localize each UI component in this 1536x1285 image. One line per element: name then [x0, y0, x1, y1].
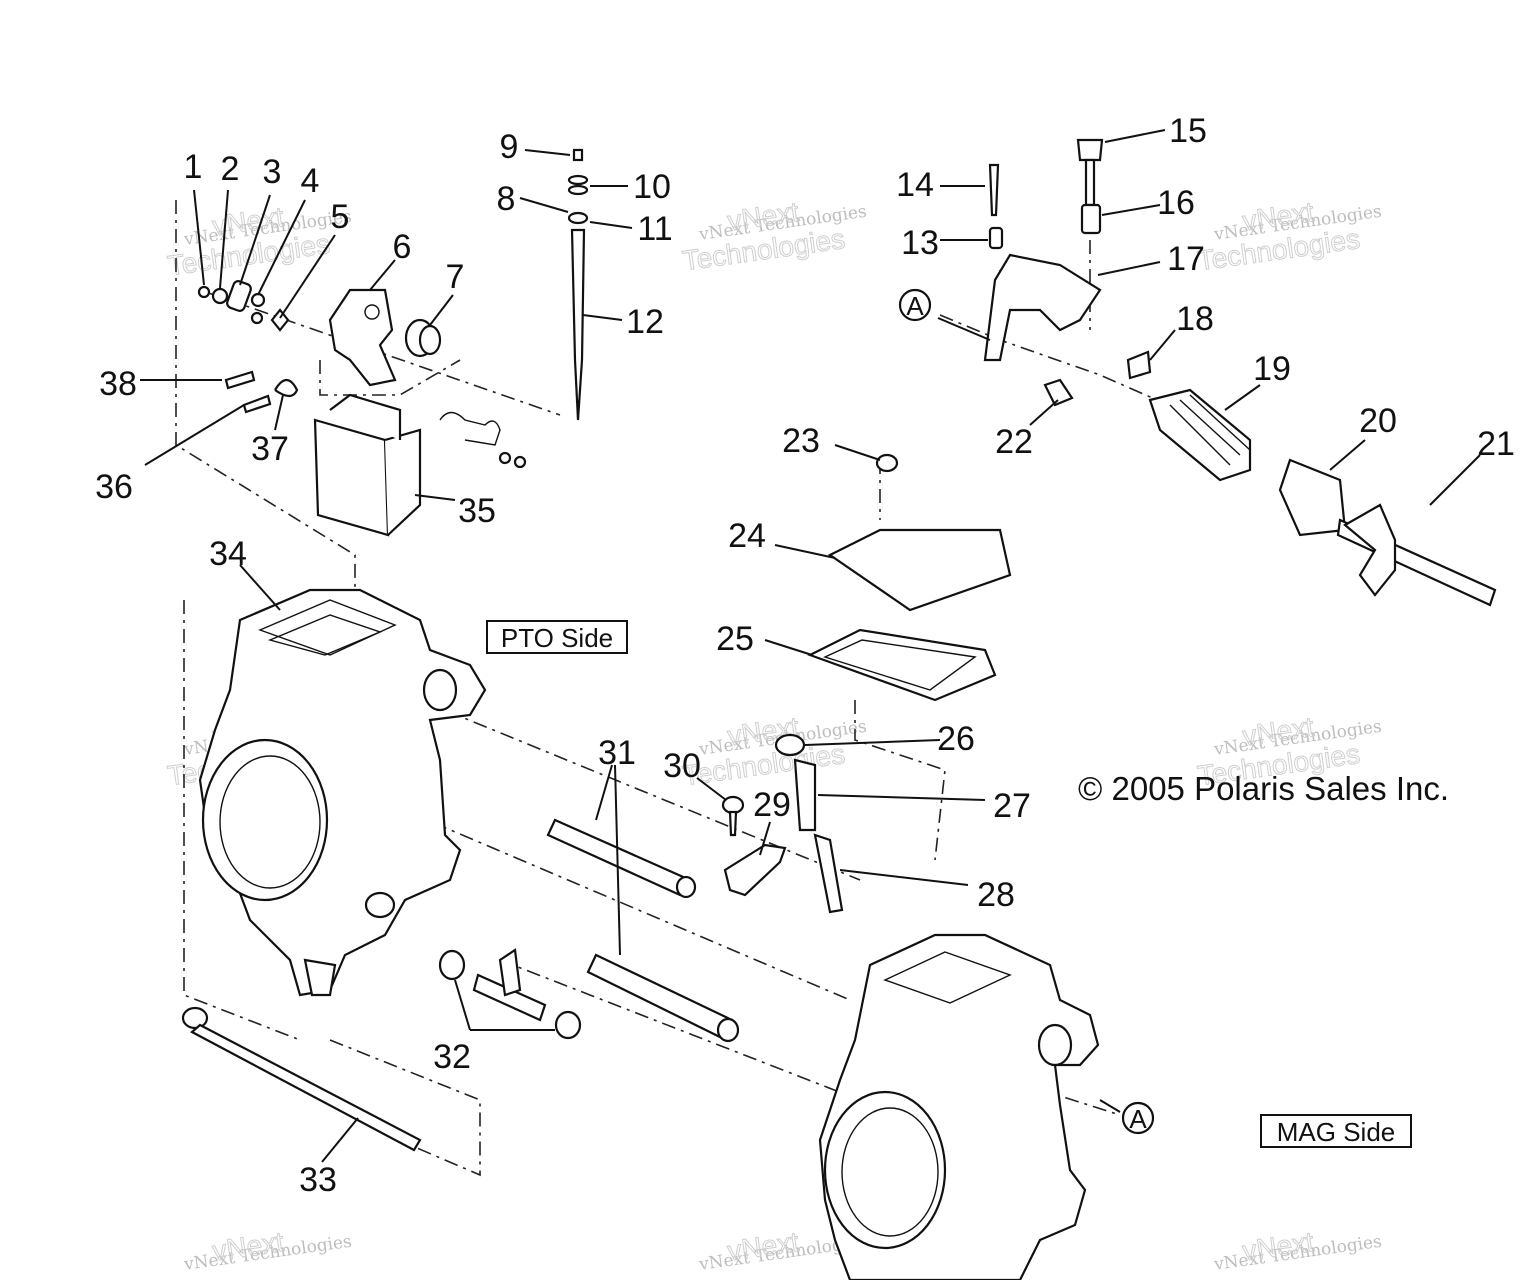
callout-20: 20 — [1359, 402, 1397, 440]
callout-33: 33 — [299, 1161, 337, 1199]
ref-a-circle-bottom — [1121, 1101, 1155, 1135]
callout-3: 3 — [263, 153, 282, 191]
callout-18: 18 — [1176, 300, 1214, 338]
part-drawings — [181, 138, 1497, 1282]
callout-19: 19 — [1253, 350, 1291, 388]
callout-14: 14 — [896, 166, 934, 204]
mag-side-box — [1260, 1114, 1412, 1148]
callout-11: 11 — [637, 210, 672, 248]
leader-lines — [140, 129, 1481, 1163]
callout-5: 5 — [331, 198, 350, 236]
callout-36: 36 — [95, 468, 133, 506]
callout-2: 2 — [221, 150, 240, 188]
callout-24: 24 — [728, 517, 766, 555]
ref-a-label-bottom: A — [1129, 1104, 1147, 1134]
callout-10: 10 — [633, 168, 671, 206]
callout-12: 12 — [626, 303, 664, 341]
ref-a-label-top: A — [906, 291, 924, 321]
callout-27: 27 — [993, 787, 1031, 825]
reference-markers: A A — [898, 288, 1155, 1135]
callout-8: 8 — [497, 180, 516, 218]
callout-21: 21 — [1477, 425, 1515, 463]
copyright-text: © 2005 Polaris Sales Inc. — [1078, 770, 1449, 807]
pto-side-box — [486, 620, 628, 654]
callout-7: 7 — [446, 258, 465, 296]
ref-a-circle-top — [898, 288, 932, 322]
callout-30: 30 — [663, 747, 701, 785]
callout-23: 23 — [782, 422, 820, 460]
callout-25: 25 — [716, 620, 754, 658]
assembly-lines — [175, 200, 1181, 1177]
callout-31: 31 — [598, 734, 636, 772]
callout-numbers: 1 2 3 4 5 6 7 8 9 10 11 12 13 14 15 16 1… — [95, 112, 1515, 1199]
side-labels: PTO Side MAG Side — [486, 620, 1412, 1148]
callout-38: 38 — [99, 365, 137, 403]
callout-22: 22 — [995, 423, 1033, 461]
callout-6: 6 — [393, 228, 412, 266]
callout-4: 4 — [301, 162, 320, 200]
callout-16: 16 — [1157, 184, 1195, 222]
pto-side-label: PTO Side — [501, 623, 613, 653]
callout-26: 26 — [937, 720, 975, 758]
callout-32: 32 — [433, 1038, 471, 1076]
callout-34: 34 — [209, 535, 247, 573]
callout-29: 29 — [753, 786, 791, 824]
callout-15: 15 — [1169, 112, 1207, 150]
mag-side-label: MAG Side — [1277, 1117, 1396, 1147]
callout-28: 28 — [977, 876, 1015, 914]
callout-37: 37 — [251, 430, 289, 468]
callout-1: 1 — [184, 148, 203, 186]
callout-17: 17 — [1167, 240, 1205, 278]
callout-35: 35 — [458, 492, 496, 530]
callout-13: 13 — [901, 224, 939, 262]
callout-9: 9 — [500, 128, 519, 166]
